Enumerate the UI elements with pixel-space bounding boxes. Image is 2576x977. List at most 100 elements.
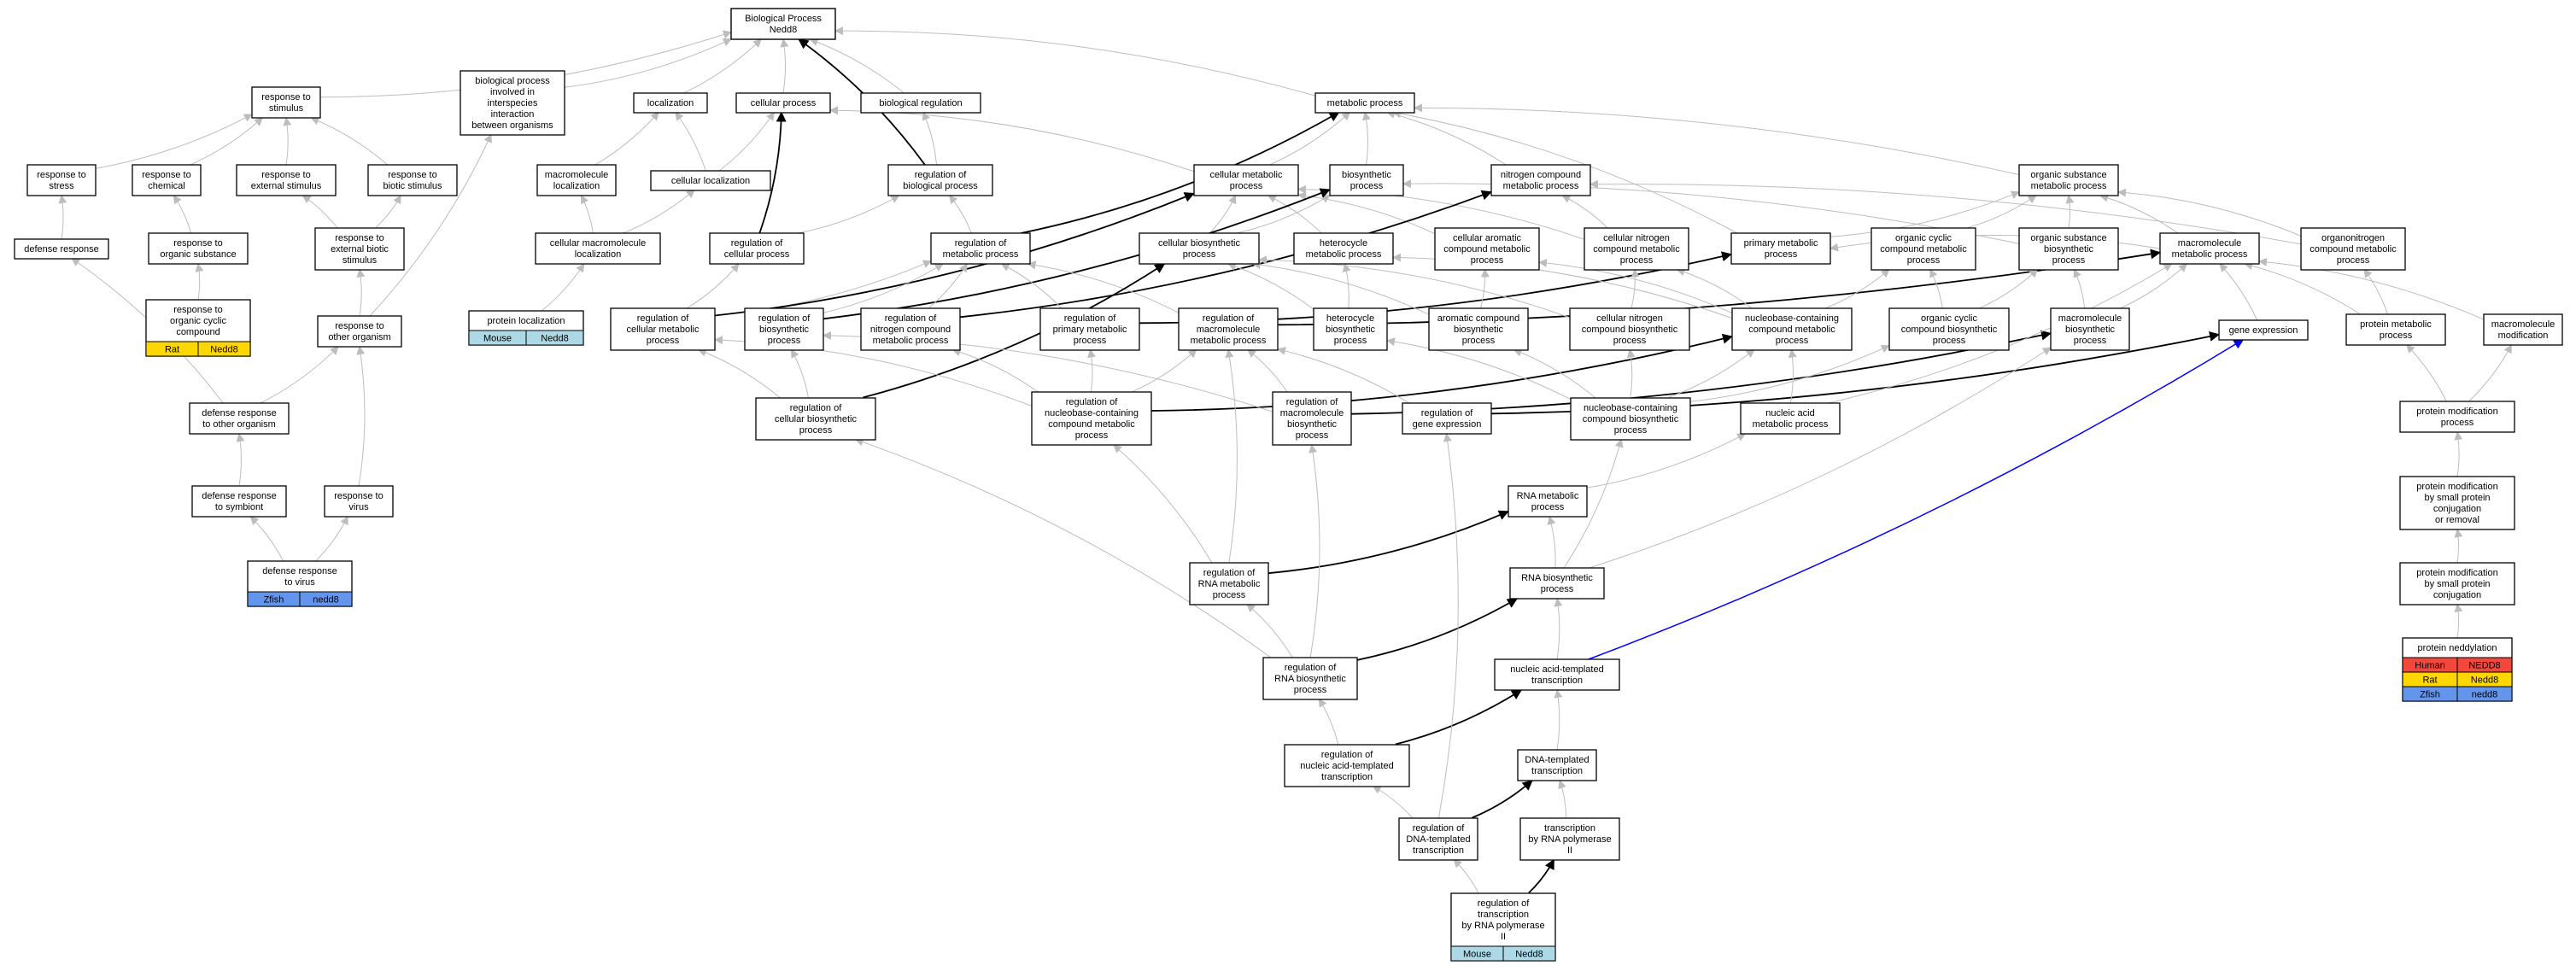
is-a-edge [1554,598,1563,660]
is-a-edge [1251,260,1430,315]
node-box [1272,391,1352,446]
node-label-line: cellular localization [671,176,750,186]
node-label-line: organonitrogen [2321,233,2385,243]
is-a-edge [1267,195,1322,234]
node-label-line: organic cyclic [1895,233,1952,243]
is-a-edge [195,263,204,301]
node-box [610,307,716,351]
node-label-line: transcription [1544,823,1595,834]
node-label-line: regulation of [1203,313,1255,324]
node-label-line: process [1776,336,1809,346]
node-label-line: biosynthetic [2044,244,2094,254]
is-a-edge [823,263,944,313]
node-label-line: nucleobase-containing [1584,403,1677,413]
is-a-edge [798,195,900,234]
is-a-edge [2099,193,2179,234]
node-label-line: RNA biosynthetic [1274,674,1346,684]
node-label-line: response to [261,170,310,180]
node-label-line: primary metabolic [1053,325,1127,335]
node-label-line: process [2380,331,2413,341]
is-a-edge [236,433,245,487]
node-label-line: by small protein [2424,493,2490,503]
node-label-line: process [1183,249,1216,260]
is-a-edge [687,263,740,308]
is-a-edge [2406,344,2447,402]
node-box [1039,307,1140,351]
node-box [324,485,394,518]
go-term-node-reg-macro-biosyn: regulation ofmacromoleculebiosyntheticpr… [1272,391,1352,446]
node-label-line: regulation of [1286,397,1338,407]
node-label-line: regulation of [1421,408,1473,418]
node-box [191,485,287,518]
is-a-edge [2363,268,2388,315]
node-label-line: metabolic process [943,249,1019,260]
node-label-line: process [768,336,801,346]
node-label-line: compound metabolic [1048,419,1135,430]
node-label-line: aromatic compound [1437,313,1520,324]
node-label-line: organic substance [2030,233,2106,243]
is-a-edge [190,117,264,166]
go-term-node-metab: metabolic process [1314,92,1415,114]
node-label-line: metabolic process [1306,249,1382,260]
node-box [1570,397,1691,441]
node-label-line: process [1620,255,1654,266]
node-label-line: to symbiont [215,502,263,512]
gene-cell [299,591,353,607]
node-box [730,8,836,40]
node-label-line: II [1501,932,1506,942]
node-label-line: response to [261,92,310,102]
is-a-edge [1689,344,1890,402]
node-label-line: process [1471,255,1504,266]
is-a-edge [541,263,585,312]
node-box [189,402,290,435]
node-label-line: protein neddylation [2418,643,2497,653]
node-box [1193,164,1299,196]
node-label-line: transcription [1413,845,1464,856]
is-a-edge [260,346,339,404]
node-box [536,164,617,196]
node-box [1428,307,1529,351]
node-box [2399,562,2515,606]
node-label-line: nitrogen compound [870,325,951,335]
is-a-edge [948,195,972,234]
node-label-line: metabolic process [2172,249,2248,260]
is-a-edge [1788,348,1797,404]
node-label-line: compound [176,327,220,337]
is-a-edge [829,106,1195,173]
go-term-node-gene-expr: gene expression [2218,319,2309,341]
is-a-edge [564,38,732,88]
node-box [1517,749,1597,781]
node-label-line: process [1296,430,1329,441]
go-term-node-localization: localization [633,92,708,114]
is-a-edge [1667,348,1755,398]
node-label-line: RNA metabolic [1198,579,1261,589]
node-label-line: regulation of [1064,313,1116,324]
node-label-line: regulation of [1203,568,1256,578]
node-label-line: regulation of [915,170,967,180]
is-a-edge [1589,347,2052,569]
is-a-edge [1247,348,1288,393]
node-box [2399,401,2515,433]
is-a-edge [1087,348,1096,393]
species-name: Rat [165,345,179,355]
is-a-edge [1438,433,1459,818]
is-a-edge [1225,348,1238,563]
node-label-line: process [1213,590,1246,600]
species-name: Rat [2422,676,2437,686]
node-label-line: by small protein [2424,579,2490,589]
node-label-line: metabolic process [1503,181,1579,191]
regulates-edge [959,190,1492,319]
node-box [1293,232,1394,265]
node-label-line: protein metabolic [2360,319,2432,330]
